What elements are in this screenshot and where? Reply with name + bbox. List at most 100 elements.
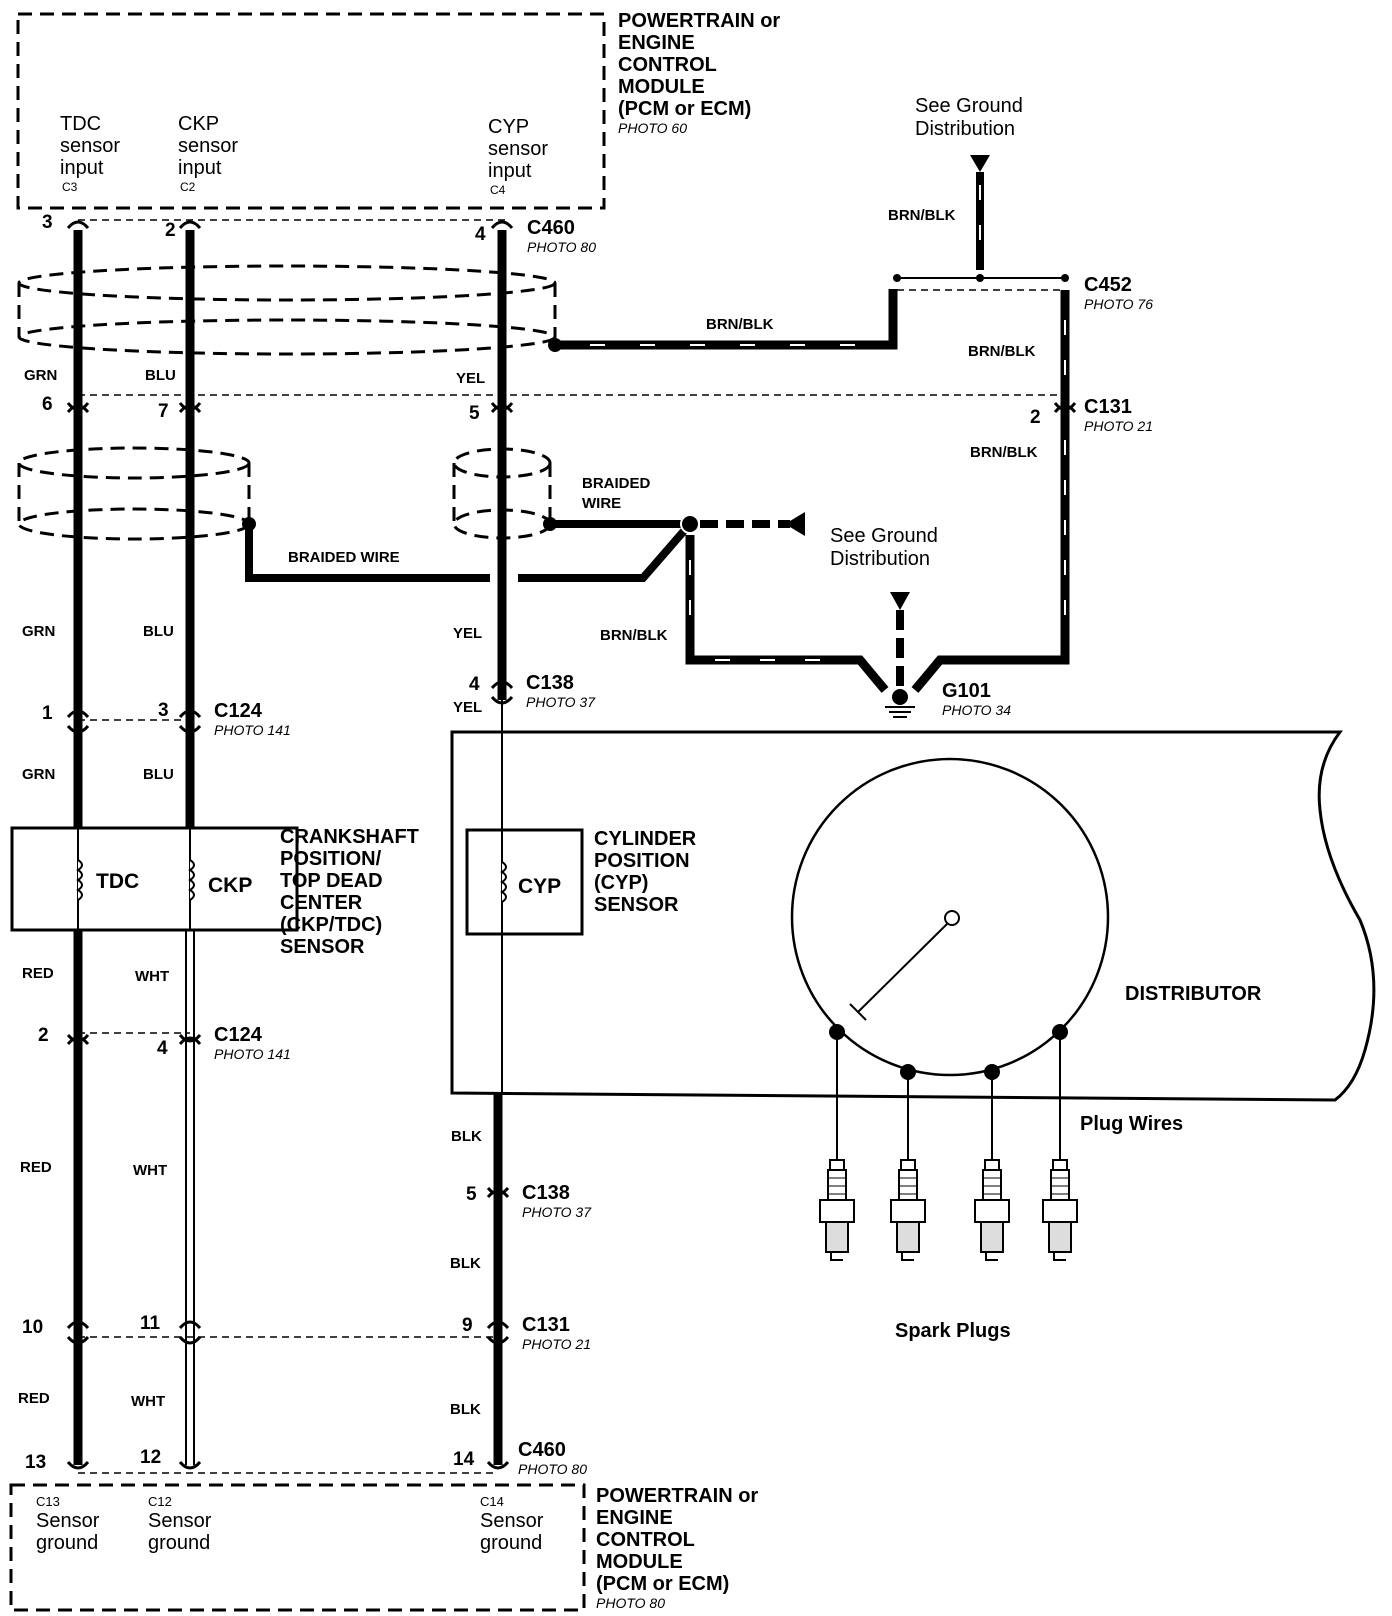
c138-top-name: C138 (526, 672, 574, 694)
c460-bottom-pin-13: 13 (25, 1452, 46, 1473)
c460-bottom-terminals (66, 1460, 510, 1470)
wire-shield-top-brn-blk (555, 289, 898, 350)
pcm-top-box (16, 12, 606, 210)
svg-text:MODULE: MODULE (596, 1551, 683, 1573)
c131-bottom-name: C131 (522, 1314, 570, 1336)
c124-bottom-photo: PHOTO 141 (214, 1046, 291, 1062)
spark-plug-icon (890, 1159, 926, 1261)
plug-wires-label: Plug Wires (1080, 1113, 1183, 1135)
pcm-top-input-cyp: CYP sensor input C4 (488, 116, 548, 197)
svg-text:ENGINE: ENGINE (618, 32, 695, 54)
svg-text:TDC: TDC (60, 113, 101, 135)
c452-connector (893, 274, 1069, 291)
pcm-bottom-input-c12: C12 Sensor ground (148, 1494, 212, 1554)
tdc-coil-icon (76, 859, 83, 901)
svg-text:Sensor: Sensor (36, 1510, 100, 1532)
c460-top-pin-4: 4 (475, 224, 486, 245)
c131-bottom-terminals (66, 1335, 510, 1345)
svg-text:input: input (178, 157, 222, 179)
label-yel-2: YEL (453, 625, 482, 642)
svg-text:(CKP/TDC): (CKP/TDC) (280, 914, 382, 936)
svg-text:sensor: sensor (178, 135, 238, 157)
shield-top (17, 264, 562, 356)
svg-text:sensor: sensor (60, 135, 120, 157)
c460-bottom-pin-14: 14 (453, 1449, 475, 1470)
ground-arrow-3 (890, 592, 910, 610)
svg-text:POWERTRAIN or: POWERTRAIN or (596, 1485, 758, 1507)
see-ground-1-line2: Distribution (915, 118, 1015, 140)
c124-top-photo: PHOTO 141 (214, 722, 291, 738)
svg-text:sensor: sensor (488, 138, 548, 160)
svg-text:CENTER: CENTER (280, 892, 363, 914)
distributor-label: DISTRIBUTOR (1125, 983, 1262, 1005)
svg-text:input: input (488, 160, 532, 182)
cyp-coil-icon (500, 861, 507, 903)
label-brn-blk-3: BRN/BLK (968, 343, 1036, 360)
c131-top-name: C131 (1084, 396, 1132, 418)
c460-bottom-name: C460 (518, 1439, 566, 1461)
wire-braided-left (245, 521, 694, 582)
svg-text:CKP: CKP (178, 113, 219, 135)
label-red-2: RED (20, 1159, 52, 1176)
svg-text:C13: C13 (36, 1494, 60, 1509)
cyp-sensor-title: CYLINDER POSITION (CYP) SENSOR (594, 828, 697, 916)
see-ground-1-line1: See Ground (915, 95, 1023, 117)
ground-arrow-2 (785, 512, 805, 536)
label-braided-1: BRAIDED (582, 475, 651, 492)
ckp-coil-icon (188, 859, 195, 901)
svg-text:POSITION/: POSITION/ (280, 848, 382, 870)
c124-bottom-name: C124 (214, 1024, 263, 1046)
c124-bottom-pin-2: 2 (38, 1025, 49, 1046)
label-blk-1: BLK (451, 1128, 482, 1145)
cyp-box-label: CYP (518, 875, 561, 898)
c138-top-photo: PHOTO 37 (526, 694, 596, 710)
pcm-top-input-ckp: CKP sensor input C2 (178, 113, 238, 194)
c138-top-terminal (490, 695, 514, 705)
svg-text:CYP: CYP (488, 116, 529, 138)
label-yel-3: YEL (453, 699, 482, 716)
c460-bottom-photo: PHOTO 80 (518, 1461, 587, 1477)
label-blu-3: BLU (143, 766, 174, 783)
svg-text:CONTROL: CONTROL (596, 1529, 695, 1551)
svg-text:input: input (60, 157, 104, 179)
pcm-bottom-title: POWERTRAIN or ENGINE CONTROL MODULE (PCM… (596, 1485, 758, 1611)
c131-top-pin-2: 2 (1030, 407, 1041, 428)
cyp-sensor-box (465, 828, 584, 936)
c138-bottom-pin-5: 5 (466, 1184, 477, 1205)
c131-top-photo: PHOTO 21 (1084, 418, 1153, 434)
label-yel-1: YEL (456, 370, 485, 387)
svg-text:C14: C14 (480, 1494, 504, 1509)
ckp-sensor-title: CRANKSHAFT POSITION/ TOP DEAD CENTER (CK… (280, 826, 419, 958)
c460-top-photo: PHOTO 80 (527, 239, 596, 255)
ckp-box-ckp-label: CKP (208, 874, 252, 897)
svg-text:ground: ground (480, 1532, 542, 1554)
c138-top-pin-4: 4 (469, 674, 480, 695)
ground-arrow-1 (970, 155, 990, 172)
svg-text:POWERTRAIN or: POWERTRAIN or (618, 10, 780, 32)
svg-text:(PCM or ECM): (PCM or ECM) (618, 98, 751, 120)
c124-bottom-pin-4: 4 (157, 1038, 168, 1059)
spark-plugs-label: Spark Plugs (895, 1320, 1011, 1342)
label-blk-3: BLK (450, 1401, 481, 1418)
pcm-bottom-box (9, 1483, 586, 1612)
svg-text:SENSOR: SENSOR (280, 936, 365, 958)
spark-plug-icon (1042, 1159, 1078, 1261)
braided-junction (680, 514, 700, 534)
label-red-3: RED (18, 1390, 50, 1407)
svg-text:POSITION: POSITION (594, 850, 690, 872)
c460-top-pin-2: 2 (165, 220, 176, 241)
distributor-rotor (790, 757, 1110, 1077)
c460-top-name: C460 (527, 217, 575, 239)
svg-text:ground: ground (148, 1532, 210, 1554)
svg-text:PHOTO 80: PHOTO 80 (596, 1595, 665, 1611)
svg-text:TOP DEAD: TOP DEAD (280, 870, 383, 892)
svg-text:(PCM or ECM): (PCM or ECM) (596, 1573, 729, 1595)
c452-name: C452 (1084, 274, 1132, 296)
svg-text:C12: C12 (148, 1494, 172, 1509)
svg-text:MODULE: MODULE (618, 76, 705, 98)
c460-bottom-pin-12: 12 (140, 1447, 161, 1468)
c452-photo: PHOTO 76 (1084, 296, 1153, 312)
label-grn-3: GRN (22, 766, 55, 783)
label-wht-2: WHT (133, 1162, 167, 1179)
label-blk-2: BLK (450, 1255, 481, 1272)
